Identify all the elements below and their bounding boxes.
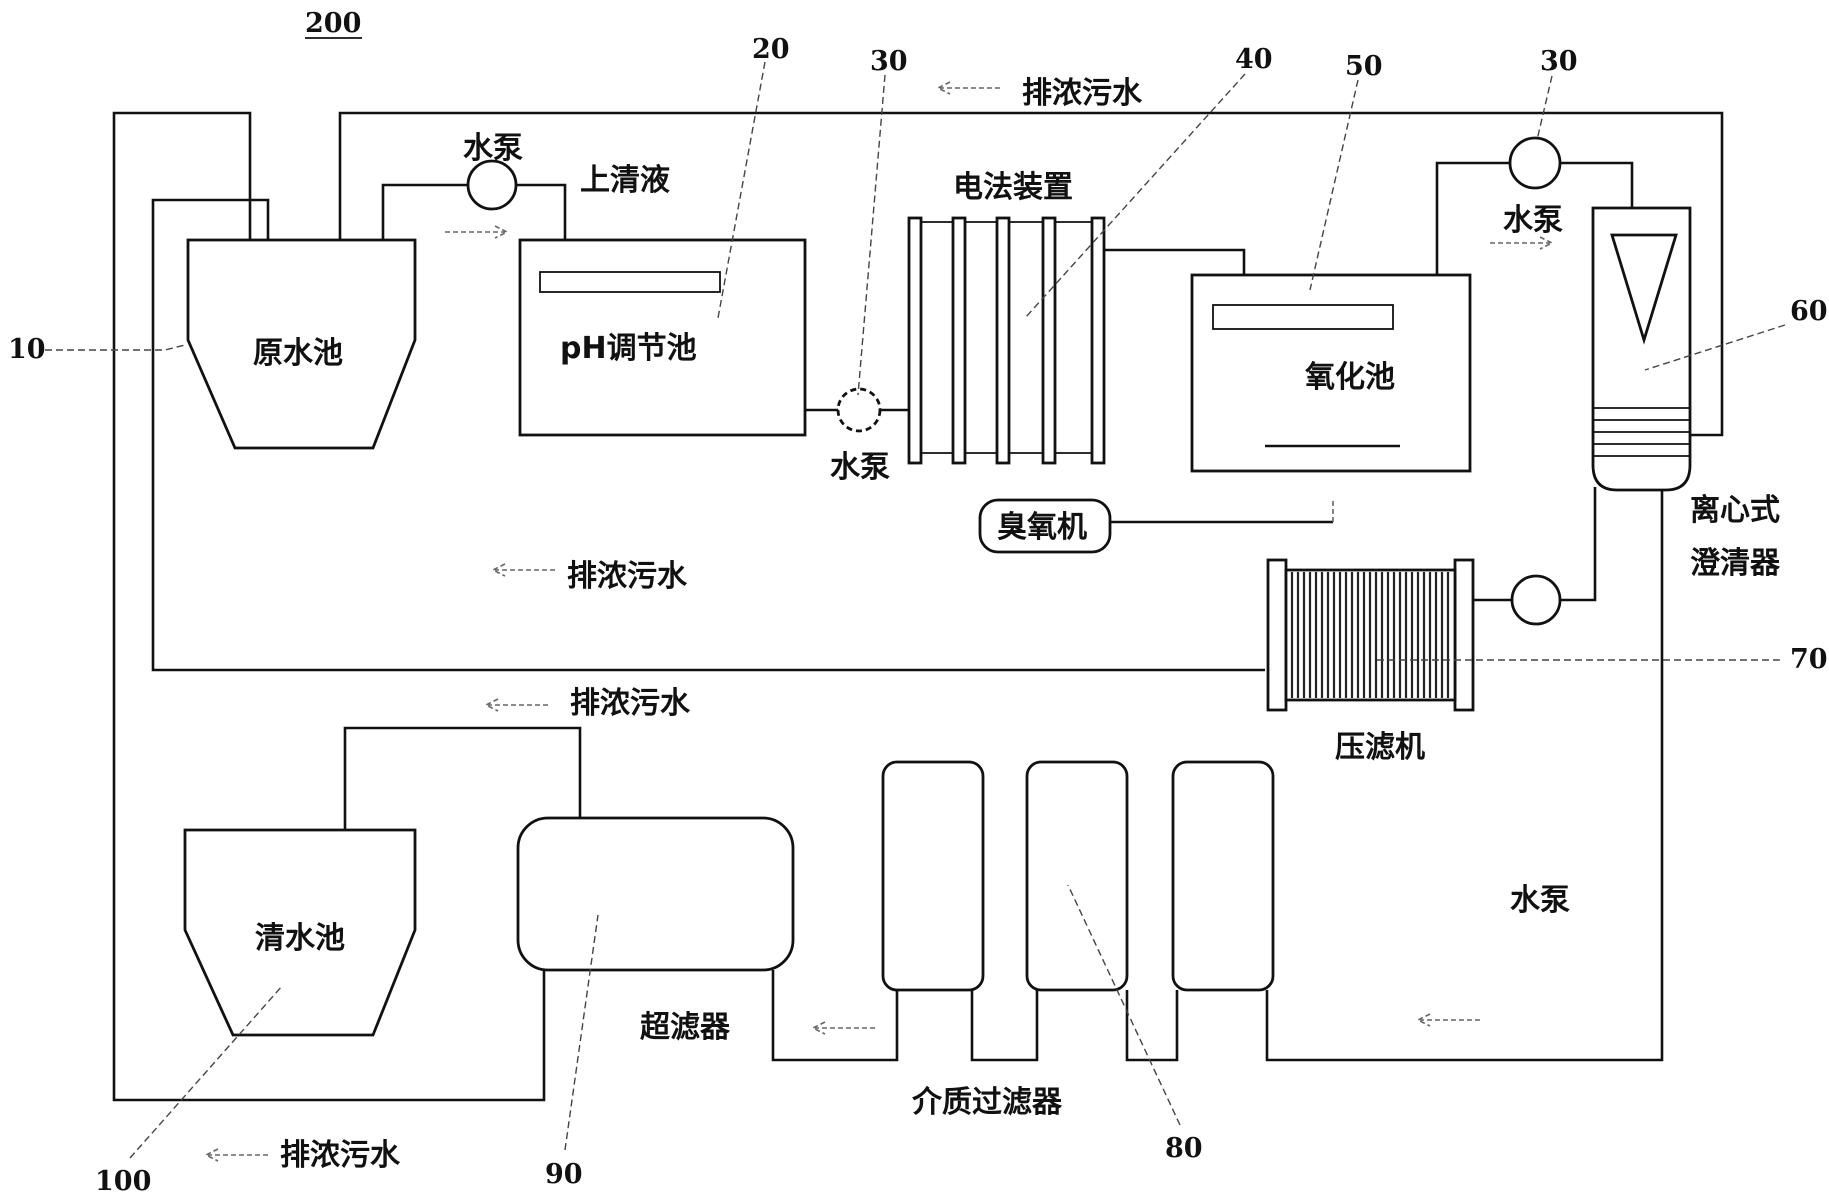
discharge-label-bottom: 排浓污水 <box>280 1138 401 1173</box>
ozone-machine <box>978 498 1112 554</box>
electro-plate <box>1041 216 1057 465</box>
pump-label-bottom-right: 水泵 <box>1510 883 1570 918</box>
pipe-media-3-to-2 <box>1125 990 1179 1062</box>
ref-number-clarifier: 60 <box>1790 296 1828 327</box>
media-filter-tank <box>1025 760 1129 992</box>
filter-press-label: 压滤机 <box>1335 730 1425 765</box>
flow-arrow-left-icon <box>1416 1013 1480 1027</box>
pipe-network <box>112 111 1724 1102</box>
leader-clarifier <box>1644 324 1786 371</box>
clarifier-label-line1: 离心式 <box>1690 493 1780 528</box>
ref-number-filter-press: 70 <box>1790 644 1828 675</box>
media-filter-tank <box>1171 760 1275 992</box>
flow-arrow-left-icon <box>811 1021 875 1035</box>
filter-press-plates <box>1290 572 1450 698</box>
pipe-outer-left-loop <box>112 111 546 1102</box>
raw-water-pool-label: 原水池 <box>253 336 343 371</box>
leader-pump-b <box>1536 75 1553 141</box>
ultrafilter <box>516 816 795 972</box>
electro-plate <box>1090 216 1106 465</box>
ref-number-raw-pool: 10 <box>8 334 46 365</box>
leader-pump-a <box>857 74 886 396</box>
pipe-clarifier-to-pump <box>1560 487 1597 602</box>
flow-arrow-right-icon <box>445 225 509 239</box>
flow-arrow-left-icon <box>204 1148 268 1162</box>
raw-water-pool <box>186 238 417 450</box>
media-filter-label: 介质过滤器 <box>911 1085 1063 1120</box>
electro-device-label: 电法装置 <box>953 170 1073 205</box>
electro-plate <box>951 216 967 465</box>
electro-plate <box>907 216 923 465</box>
discharge-label-mid: 排浓污水 <box>567 559 688 594</box>
leader-oxidation <box>1309 79 1359 291</box>
oxidation-pool-label: 氧化池 <box>1305 360 1395 395</box>
pump-icon <box>1508 136 1562 190</box>
ozone-machine-label: 臭氧机 <box>997 510 1087 545</box>
pipe-media-1-to-ultra <box>771 970 899 1062</box>
pump-label-mid: 水泵 <box>830 450 890 485</box>
oxidation-pool <box>1190 273 1472 473</box>
leader-media-filter <box>1067 884 1181 1126</box>
pipe-top-loop <box>338 111 1724 437</box>
clean-water-pool <box>183 828 417 1037</box>
flow-arrow-right-icon <box>1490 236 1554 250</box>
discharge-label-top: 排浓污水 <box>1022 76 1143 111</box>
pipe-ultra-to-clean <box>343 726 582 875</box>
ref-number-ph-pool: 20 <box>752 34 790 65</box>
leader-raw-pool <box>45 344 186 351</box>
ref-number-pump-b: 30 <box>1540 46 1578 77</box>
pump-label-top-left: 水泵 <box>463 131 523 166</box>
pipe-clarifier-to-media <box>1265 487 1664 1062</box>
ref-number-electro: 40 <box>1235 44 1273 75</box>
supernatant-label: 上清液 <box>580 163 670 198</box>
pump-label-top-right: 水泵 <box>1503 203 1563 238</box>
leader-clean-pool <box>129 984 284 1159</box>
flow-arrow-left-icon <box>936 81 1000 95</box>
ref-number-pump-a: 30 <box>870 46 908 77</box>
oxidation-pool-distributor <box>1212 304 1394 330</box>
discharge-label-lower: 排浓污水 <box>570 686 691 721</box>
media-filter-tank <box>881 760 985 992</box>
leader-ultrafilter <box>564 914 599 1151</box>
ultrafilter-label: 超滤器 <box>640 1010 731 1045</box>
clarifier-cone <box>1610 233 1678 345</box>
ph-adjust-pool-label: pH调节池 <box>560 331 697 366</box>
clarifier-label-line2: 澄清器 <box>1690 546 1781 581</box>
figure-number: 200 <box>305 8 361 39</box>
clean-water-pool-label: 清水池 <box>255 921 345 956</box>
pump-icon <box>1510 574 1562 626</box>
flow-arrows <box>204 81 1554 1162</box>
pipe-pump-to-clarifier <box>1560 161 1634 228</box>
ref-number-ultrafilter: 90 <box>545 1159 583 1190</box>
electro-device <box>907 216 1106 465</box>
pipe-media-2-to-1 <box>970 990 1039 1062</box>
pipe-press-return <box>151 198 1265 672</box>
electro-plate <box>995 216 1011 465</box>
ref-number-clean-pool: 100 <box>95 1166 151 1197</box>
clarifier-rings <box>1593 407 1690 457</box>
pump-icon <box>466 159 518 211</box>
flow-arrow-left-icon <box>484 698 548 712</box>
flow-arrow-left-icon <box>491 563 555 577</box>
pump-icon <box>836 387 882 433</box>
ph-adjust-pool-distributor <box>539 271 721 293</box>
ref-number-media-filter: 80 <box>1165 1133 1203 1164</box>
ref-number-oxidation: 50 <box>1345 51 1383 82</box>
